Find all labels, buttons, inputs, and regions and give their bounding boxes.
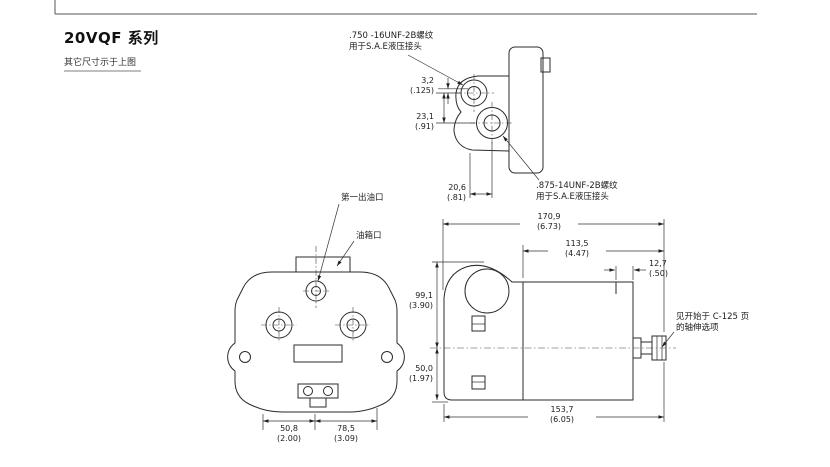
dim-length: 153,7 (6.05) [550,405,574,425]
front-view-drawing [227,246,405,413]
dim-height-bottom: 50,0 (1.97) [409,364,433,384]
front-view-dimension-lines [262,203,378,430]
dim-offset-in: (.125) [409,86,434,95]
thread-750-line2: 用于S.A.E液压接头 [349,42,422,53]
thread-875-line2: 用于S.A.E液压接头 [536,191,609,202]
dim-front-left: 50,8 (2.00) [277,424,301,444]
dim-step-in: (.50) [649,269,668,278]
page-frame-lines [54,0,757,72]
shaft-option-note: 见开始于 C-125 页 的轴伸选项 [676,312,749,333]
first-outlet-label: 第一出油口 [341,193,384,203]
dim-length-mm: 153,7 [550,405,574,414]
tank-port-label: 油箱口 [356,231,382,241]
side-view-dimension-lines [432,219,675,422]
dim-length-in: (6.05) [549,415,575,424]
dim-step: 12,7 (.50) [649,259,668,279]
dim-front-right-mm: 78,5 [337,424,355,433]
dim-body-length: 113,5 (4.47) [565,239,589,259]
dim-depth: 20,6 (.81) [447,183,466,203]
dim-depth-mm: 20,6 [448,183,466,192]
dim-height-bottom-mm: 50,0 [415,364,433,373]
page-title: 20VQF 系列 [64,29,159,47]
thread-750-annotation: .750 -16UNF-2B螺纹 用于S.A.E液压接头 [349,31,433,53]
dim-overall-length: 170,9 (6.73) [537,212,561,232]
page-subtitle: 其它尺寸示于上图 [64,58,137,68]
detail-view-dimension-lines [407,54,540,198]
dim-height-top-mm: 99,1 [415,291,433,300]
detail-view-drawing [453,46,551,174]
shaft-option-note-line2: 的轴伸选项 [676,322,719,333]
dim-spacing-in: (.91) [415,122,434,131]
dim-spacing: 23,1 (.91) [415,112,434,132]
dim-step-mm: 12,7 [649,259,667,268]
dim-height-top: 99,1 (3.90) [409,291,433,311]
dim-body-length-mm: 113,5 [565,239,589,248]
dim-height-bottom-in: (1.97) [408,374,433,383]
dim-overall-length-in: (6.73) [536,222,562,231]
thread-875-line1: .875-14UNF-2B螺纹 [536,181,618,191]
dim-height-top-in: (3.90) [408,301,433,310]
dim-front-left-mm: 50,8 [280,424,298,433]
dim-front-left-in: (2.00) [276,434,302,443]
dim-offset: 3,2 (.125) [410,76,434,96]
dim-offset-mm: 3,2 [421,76,434,85]
dim-front-right: 78,5 (3.09) [334,424,358,444]
dim-overall-length-mm: 170,9 [537,212,561,221]
thread-875-annotation: .875-14UNF-2B螺纹 用于S.A.E液压接头 [536,181,618,202]
dim-depth-in: (.81) [447,193,466,202]
thread-750-line1: .750 -16UNF-2B螺纹 [349,31,434,41]
shaft-option-note-line1: 见开始于 C-125 页 [676,312,750,322]
dim-spacing-mm: 23,1 [416,112,434,121]
dim-front-right-in: (3.09) [333,434,359,443]
side-view-drawing [430,264,676,401]
dim-body-length-in: (4.47) [564,249,590,258]
